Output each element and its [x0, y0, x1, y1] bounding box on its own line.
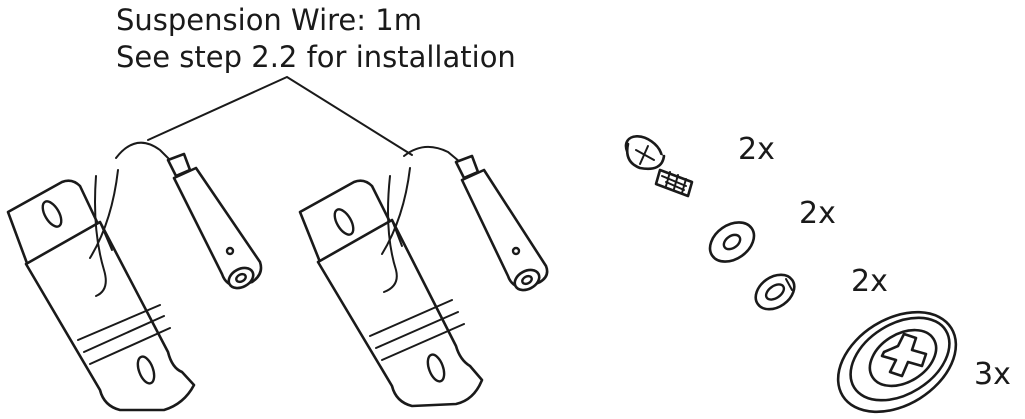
gripper-left-icon: [166, 152, 263, 290]
washer-quantity: 2x: [799, 196, 836, 231]
cover-cap-quantity: 3x: [974, 357, 1011, 392]
flat-washer-icon: [708, 221, 756, 263]
screw-quantity: 2x: [738, 132, 775, 167]
caption-line-1: Suspension Wire: 1m: [116, 3, 422, 37]
caption-leader-lines: [147, 75, 413, 156]
spring-lock-washer-icon: [754, 273, 796, 311]
bracket-left-icon: [6, 141, 196, 412]
screw-icon: [624, 135, 694, 198]
bracket-right-icon: [298, 145, 484, 408]
gripper-right-icon: [454, 154, 549, 292]
caption-line-2: See step 2.2 for installation: [116, 40, 516, 74]
suspension-wire-caption: Suspension Wire: 1m See step 2.2 for ins…: [116, 2, 516, 76]
lock-washer-quantity: 2x: [851, 264, 888, 299]
cover-cap-icon: [836, 310, 958, 414]
